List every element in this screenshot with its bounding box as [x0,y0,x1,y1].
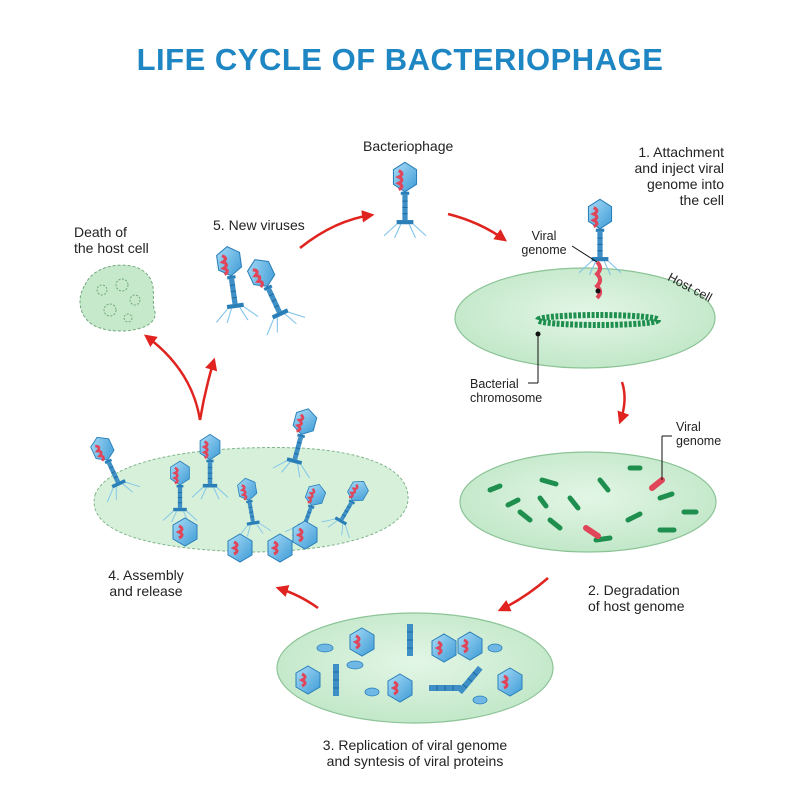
arrow-assembly-to-death [143,334,202,421]
label-step1: 1. Attachment and inject viral genome in… [634,144,725,208]
step4-host-cell [79,402,409,564]
arrow-degradation-to-replication [497,577,549,612]
arrow-replication-to-assembly [275,585,319,610]
label-bacteriophage: Bacteriophage [363,138,454,154]
label-viral-genome-1: Viral genome [521,229,567,257]
dead-host-cell [79,264,156,332]
free-bacteriophage [382,160,428,240]
arrow-phage-to-attachment [447,212,508,242]
arrow-new-viruses-to-phage [299,210,375,249]
label-viral-genome-2: Viral genome [676,420,722,448]
label-step4: 4. Assembly and release [108,567,184,599]
label-step3: 3. Replication of viral genome and synte… [322,737,508,769]
degraded-chromosome-fragments [487,465,699,543]
arrow-attachment-to-degradation [617,381,630,425]
label-step5: 5. New viruses [213,217,305,233]
new-viruses [204,242,308,339]
label-bacterial-chromosome: Bacterial chromosome [470,377,543,405]
step2-host-cell [459,435,717,553]
injected-viral-genome [594,260,602,300]
label-death: Death of the host cell [74,224,149,256]
step1-host-cell [454,197,716,384]
arrow-assembly-to-new-viruses [198,357,218,421]
label-step2: 2. Degradation of host genome [588,582,685,614]
page-title: LIFE CYCLE OF BACTERIOPHAGE [136,42,664,77]
step3-host-cell [276,612,554,724]
bacterial-chromosome [535,312,661,328]
cycle-arrows [143,210,630,612]
